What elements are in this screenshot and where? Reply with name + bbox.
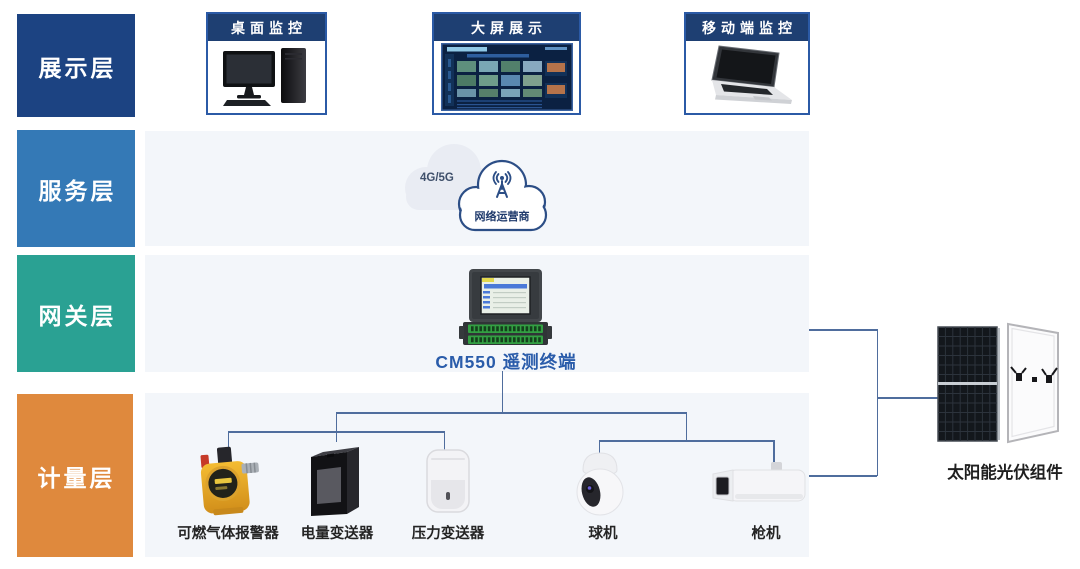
desktop-computer-icon <box>208 41 325 113</box>
connector-gas-alarm-drop <box>227 431 229 447</box>
desktop-computer-icon <box>222 48 306 106</box>
connector-main-bus <box>335 412 687 414</box>
bullet-camera-icon <box>712 462 806 502</box>
connector-cm550-drop <box>501 371 503 413</box>
laptop-icon <box>686 41 808 113</box>
dome-camera-label: 球机 <box>588 526 618 542</box>
dashboard-screen-icon <box>434 41 579 113</box>
network-type-label: 4G/5G <box>420 172 454 184</box>
connector-metering-out <box>809 475 877 477</box>
connector-right-drop <box>685 412 687 441</box>
pressure-transmitter-label: 压力变送器 <box>411 526 485 542</box>
big-screen-display-box: 大屏展示 <box>432 12 581 115</box>
layer-label-display: 展示层 <box>17 14 135 117</box>
connector-pressure-drop <box>443 431 445 450</box>
solar-panel-icon <box>937 322 1059 444</box>
connector-dome-drop <box>598 440 600 453</box>
dashboard-screen-icon <box>440 43 573 111</box>
power-transmitter-label: 电量变送器 <box>300 526 374 542</box>
solar-panel-label: 太阳能光伏组件 <box>947 464 1063 482</box>
connector-solar-link <box>878 397 938 399</box>
rtu-device-icon <box>459 269 552 345</box>
layer-label-service: 服务层 <box>17 130 135 247</box>
laptop-icon <box>711 45 792 104</box>
connector-side-vertical <box>876 329 878 476</box>
desktop-monitoring-title: 桌面监控 <box>208 14 325 41</box>
dome-camera-icon <box>576 452 624 516</box>
gas-alarm-icon <box>200 446 259 516</box>
power-transmitter-icon <box>311 447 359 516</box>
mobile-monitoring-box: 移动端监控 <box>684 12 810 115</box>
layer-label-gateway: 网关层 <box>17 255 135 372</box>
pressure-transmitter-icon <box>426 449 470 513</box>
connector-camera-bus <box>598 440 775 442</box>
big-screen-display-title: 大屏展示 <box>434 14 579 41</box>
bullet-camera-label: 枪机 <box>751 526 781 542</box>
signal-tower-icon <box>492 171 512 198</box>
connector-left-drop <box>335 412 337 442</box>
mobile-monitoring-title: 移动端监控 <box>686 14 808 41</box>
desktop-monitoring-box: 桌面监控 <box>206 12 327 115</box>
gas-alarm-label: 可燃气体报警器 <box>177 526 279 542</box>
network-cloud <box>405 144 548 232</box>
layer-label-metering: 计量层 <box>17 394 133 557</box>
connector-sensor-bus <box>227 431 445 433</box>
connector-gateway-out <box>809 329 877 331</box>
connector-bullet-drop <box>773 440 775 462</box>
gateway-device-label: CM550 遥测终端 <box>435 352 577 372</box>
network-operator-label: 网络运营商 <box>474 211 530 223</box>
metering-layer-band <box>145 393 809 557</box>
